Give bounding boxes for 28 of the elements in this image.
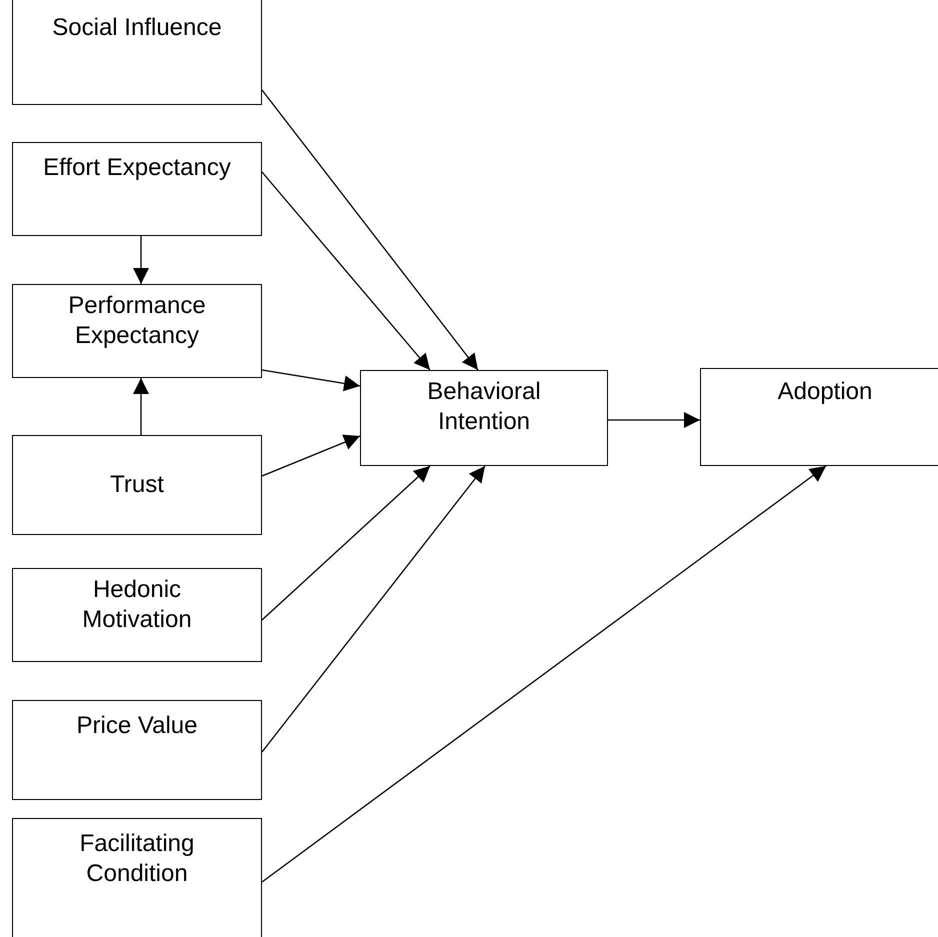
concept-label: Facilitating Condition <box>78 829 196 889</box>
concept-box <box>12 284 262 378</box>
concept-label: Social Influence <box>52 13 222 43</box>
arrow <box>262 369 360 392</box>
arrow <box>261 466 486 752</box>
concept-label: Effort Expectancy <box>43 153 231 183</box>
arrow <box>261 90 479 370</box>
concept-label: Adoption <box>778 377 872 407</box>
concept-box <box>12 142 262 236</box>
arrow <box>133 378 149 435</box>
concept-label: Behavioral Intention <box>426 377 542 437</box>
arrow <box>262 465 826 883</box>
concept-box <box>12 568 262 662</box>
concept-box <box>12 818 262 937</box>
concept-label: Hedonic Motivation <box>81 575 193 635</box>
concept-label: Trust <box>110 470 164 500</box>
concept-box <box>700 368 938 466</box>
concept-box <box>12 700 262 800</box>
arrow <box>262 172 430 370</box>
arrow <box>608 412 700 428</box>
arrow <box>133 236 149 284</box>
concept-label: Performance Expectancy <box>67 291 207 351</box>
concept-box <box>360 370 608 466</box>
concept-label: Price Value <box>76 711 198 741</box>
arrow <box>262 466 430 620</box>
concept-box <box>12 435 262 535</box>
concept-box <box>12 0 262 105</box>
arrow <box>262 434 360 477</box>
